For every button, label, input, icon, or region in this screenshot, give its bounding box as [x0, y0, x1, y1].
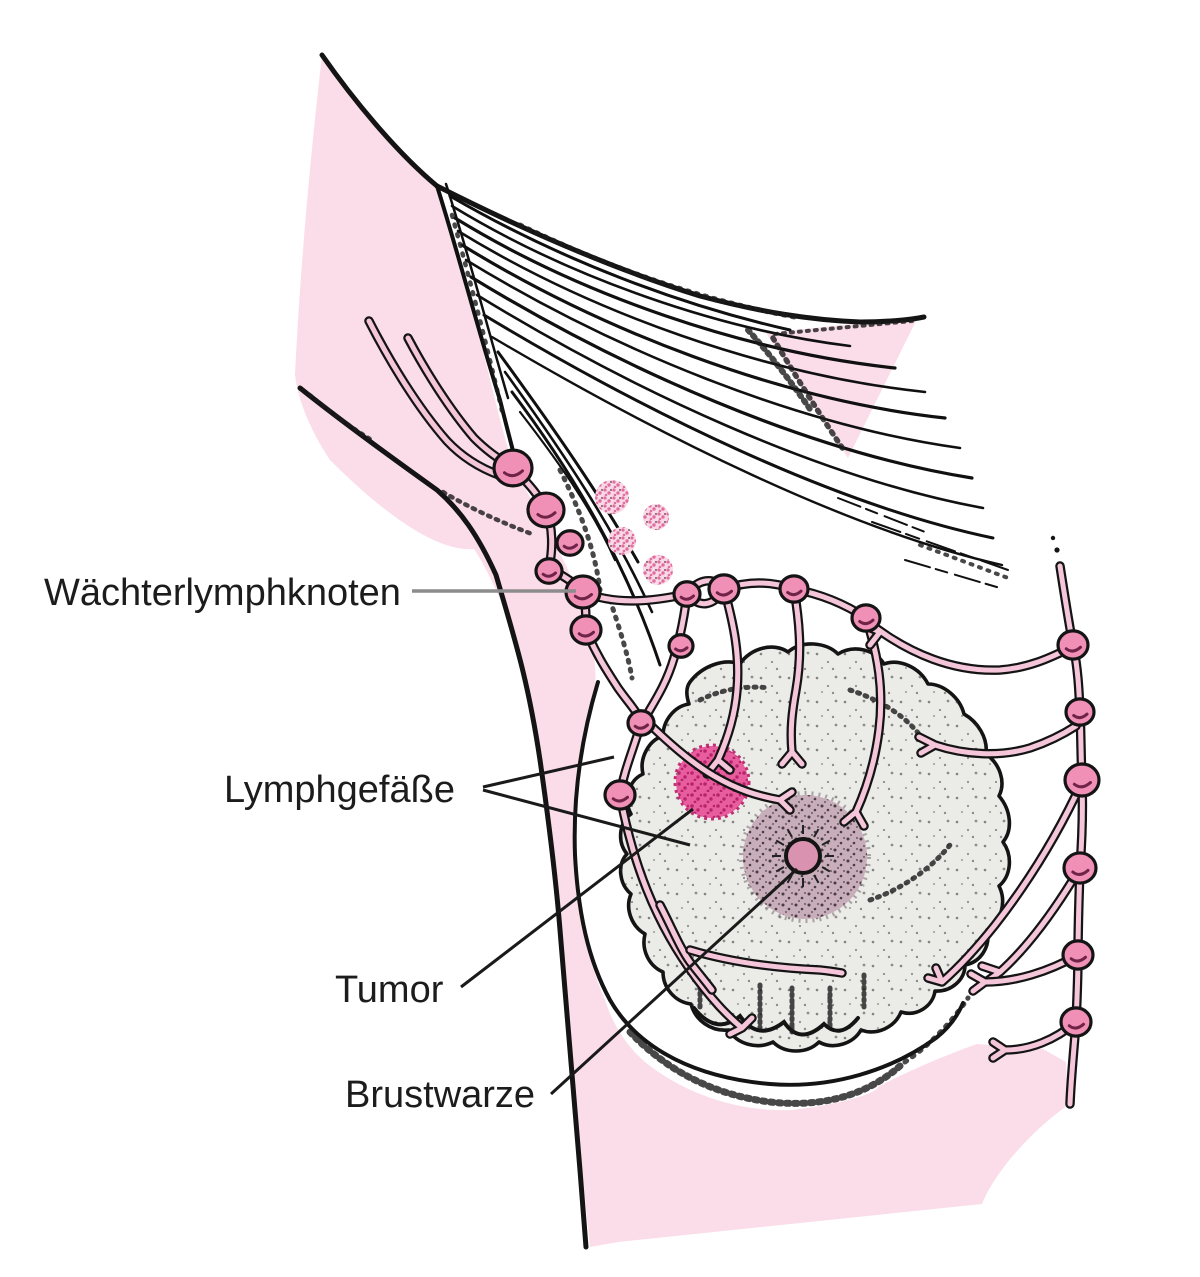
annotation-pointers [412, 589, 799, 1096]
tumor-pointer-line [460, 807, 694, 989]
annotation-labels: Wächterlymphknoten Lymphgefäße Tumor Bru… [44, 572, 535, 1116]
lymph-vessel-pointer-line-lower [482, 788, 691, 847]
lymph-node [1056, 629, 1090, 661]
lymph-node [1059, 1006, 1093, 1038]
lymph-node [526, 491, 566, 529]
lymph-node [1062, 851, 1098, 885]
upper-arm-fold-contour [319, 52, 440, 189]
label-lymph-vessels: Lymphgefäße [224, 769, 455, 811]
lymph-node [667, 633, 695, 659]
breast-outline [572, 680, 971, 1107]
lateral-body-contour [297, 385, 589, 1250]
lymph-node [569, 614, 603, 646]
pectoral-muscle-fibers [434, 182, 1010, 681]
lymph-node [492, 448, 534, 488]
nipple-circle [784, 837, 822, 875]
lymph-node [1064, 697, 1096, 727]
label-tumor: Tumor [335, 969, 444, 1011]
lymph-node [672, 580, 702, 608]
lymph-node [603, 779, 637, 811]
lymph-node [534, 557, 564, 585]
label-sentinel-lymph-node: Wächterlymphknoten [44, 572, 401, 614]
lymph-node [1063, 762, 1101, 798]
lymph-node [626, 709, 656, 737]
nipple-pointer-line [549, 867, 799, 1096]
nipple-spokes [772, 825, 834, 887]
label-nipple: Brustwarze [345, 1074, 535, 1116]
lymph-node [1061, 939, 1095, 971]
lymph-nodes [492, 448, 1101, 1038]
armpit-dotted-fold [440, 489, 535, 537]
lymph-node [555, 529, 585, 557]
arm-torso-skin [295, 55, 1068, 1247]
lymph-node [778, 574, 810, 604]
lymph-node [850, 603, 882, 633]
lymph-node [707, 573, 741, 605]
deep-axillary-node-clusters [595, 480, 673, 585]
body-contours [297, 52, 589, 1250]
lymph-vessel-pointer-line-upper [482, 755, 615, 789]
